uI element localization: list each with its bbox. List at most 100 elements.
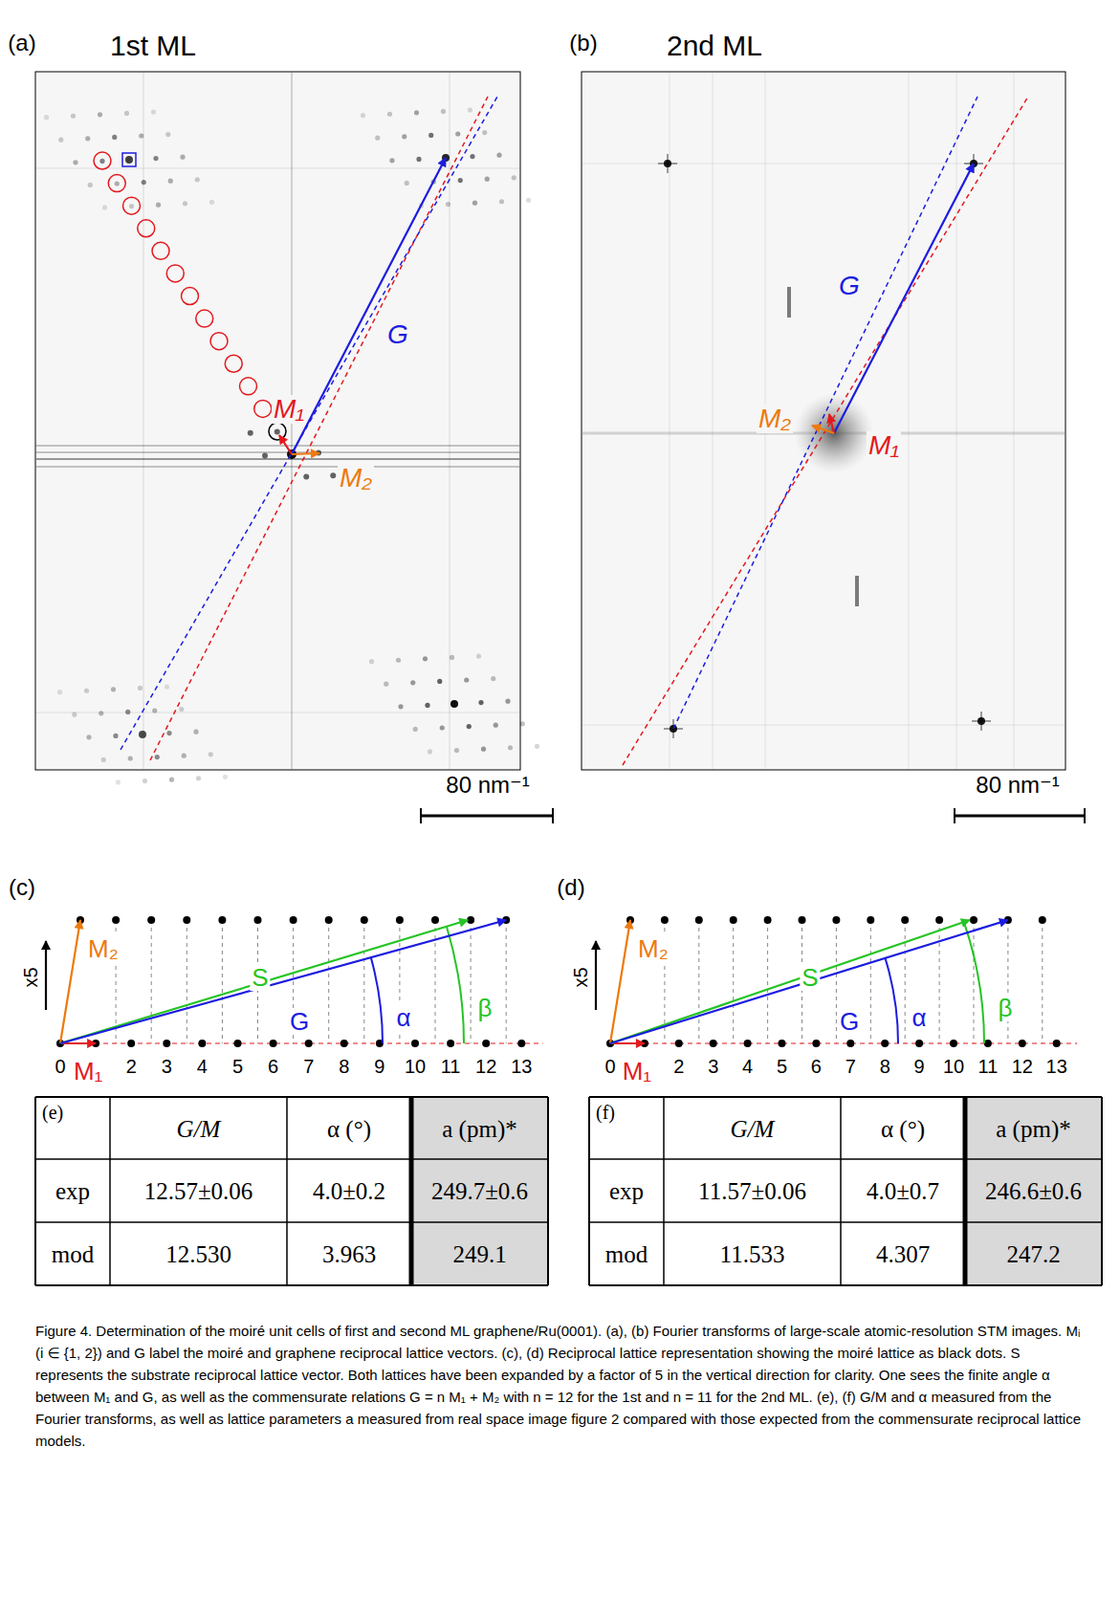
angle-label: β (476, 994, 495, 1022)
fft-spot (440, 109, 446, 114)
lattice-dot (147, 916, 155, 924)
table-cell: α (°) (878, 1115, 927, 1142)
grid-line (767, 920, 769, 1044)
marker-circle (254, 399, 272, 418)
table-cell: G/M (728, 1115, 777, 1142)
panel-letter: (c) (6, 875, 38, 901)
scale-label: 80 nm⁻¹ (443, 772, 531, 798)
marker-circle (210, 332, 228, 351)
fft-streak (955, 72, 957, 769)
panel-letter: (f) (593, 1101, 617, 1123)
fft-spot (395, 658, 401, 663)
vector-label: M₁ (866, 431, 901, 461)
fft-spot (496, 153, 502, 158)
vector-arrow (60, 920, 468, 1044)
vector-arrow (610, 920, 970, 1044)
fft-spot (387, 111, 393, 117)
fft-blob (793, 393, 875, 474)
table-cell: mod (603, 1241, 650, 1268)
fft-spot (151, 109, 156, 114)
lattice-dot (915, 1039, 923, 1048)
table-rule (35, 1096, 549, 1099)
axis-number: 5 (230, 1055, 245, 1077)
angle-arc (884, 958, 899, 1044)
lattice-dot (411, 1039, 419, 1048)
scale-label: 80 nm⁻¹ (973, 772, 1061, 798)
table-rule (588, 1097, 591, 1286)
axis-number: 6 (265, 1055, 281, 1077)
axis-number: 7 (301, 1055, 316, 1077)
fft-streak (907, 72, 909, 769)
fft-spot (303, 474, 309, 481)
angle-arc (964, 922, 985, 1044)
table-rule (34, 1097, 37, 1286)
fft-spot (101, 757, 107, 763)
fft-streak (980, 711, 983, 731)
vector-arrow (610, 920, 1009, 1044)
table-cell: 12.57±0.06 (142, 1178, 256, 1205)
fft-spot (152, 707, 157, 713)
fft-spot (482, 130, 487, 135)
axis-number: 5 (774, 1055, 790, 1077)
fft-spot (389, 157, 395, 163)
axis-number: 3 (705, 1055, 721, 1077)
lattice-dot (846, 1039, 855, 1048)
fft-spot (169, 777, 175, 783)
fft-spot (129, 203, 134, 209)
fft-spot (137, 685, 143, 691)
vector-label: M₂ (636, 935, 671, 963)
fft-streak (668, 72, 670, 769)
fft-spot (141, 179, 147, 185)
fft-spot (166, 730, 172, 736)
scale-bar (1083, 808, 1086, 824)
fft-spot (58, 137, 64, 143)
lattice-dot (935, 916, 944, 924)
fft-spot (102, 204, 108, 210)
table-rule (1100, 1097, 1103, 1286)
lattice-dot (1053, 1039, 1061, 1048)
fft-spot (43, 114, 49, 120)
fft-spot (138, 132, 144, 138)
marker-circle (123, 197, 141, 215)
lattice-dot (431, 916, 440, 924)
grid-line (870, 920, 872, 1044)
dashed-guide (622, 96, 1029, 766)
fft-spot (450, 700, 459, 708)
lattice-dot (289, 916, 298, 924)
lattice-dot (162, 1039, 171, 1048)
fft-spot (111, 134, 117, 140)
fft-streak (448, 72, 451, 769)
marker-circle (240, 377, 258, 396)
vector-label: M₂ (86, 935, 121, 963)
table-cell: a (pm)* (439, 1115, 519, 1142)
fft-spot (416, 156, 421, 162)
axis-number: 0 (602, 1055, 617, 1077)
fft-spot (110, 686, 116, 692)
grid-line (151, 920, 153, 1044)
fft-spot (428, 132, 434, 138)
table-cell: G/M (175, 1115, 223, 1142)
lattice-dot (466, 916, 475, 924)
fft-spot (472, 200, 478, 206)
fft-spot (168, 178, 174, 184)
fft-spot (481, 746, 486, 752)
table-cell: 4.0±0.2 (310, 1178, 388, 1205)
lattice-dot (197, 1039, 206, 1048)
fft-spot (155, 202, 161, 208)
axis-number: 13 (1044, 1055, 1070, 1077)
marker-square (122, 153, 136, 167)
grid-line (939, 920, 941, 1044)
table-rule (285, 1097, 288, 1286)
fft-streak (855, 575, 859, 607)
fft-streak (142, 72, 145, 769)
grid-line (835, 920, 837, 1044)
axis-number: 9 (372, 1055, 387, 1077)
fft-spot (115, 779, 121, 785)
fft-spot (99, 158, 105, 164)
fft-spot (85, 135, 90, 141)
fft-spot (439, 724, 445, 730)
table-rule (589, 1096, 1102, 1099)
fft-spot (490, 676, 496, 681)
axis-number: 0 (52, 1055, 67, 1077)
table-cell: 249.1 (450, 1241, 508, 1268)
